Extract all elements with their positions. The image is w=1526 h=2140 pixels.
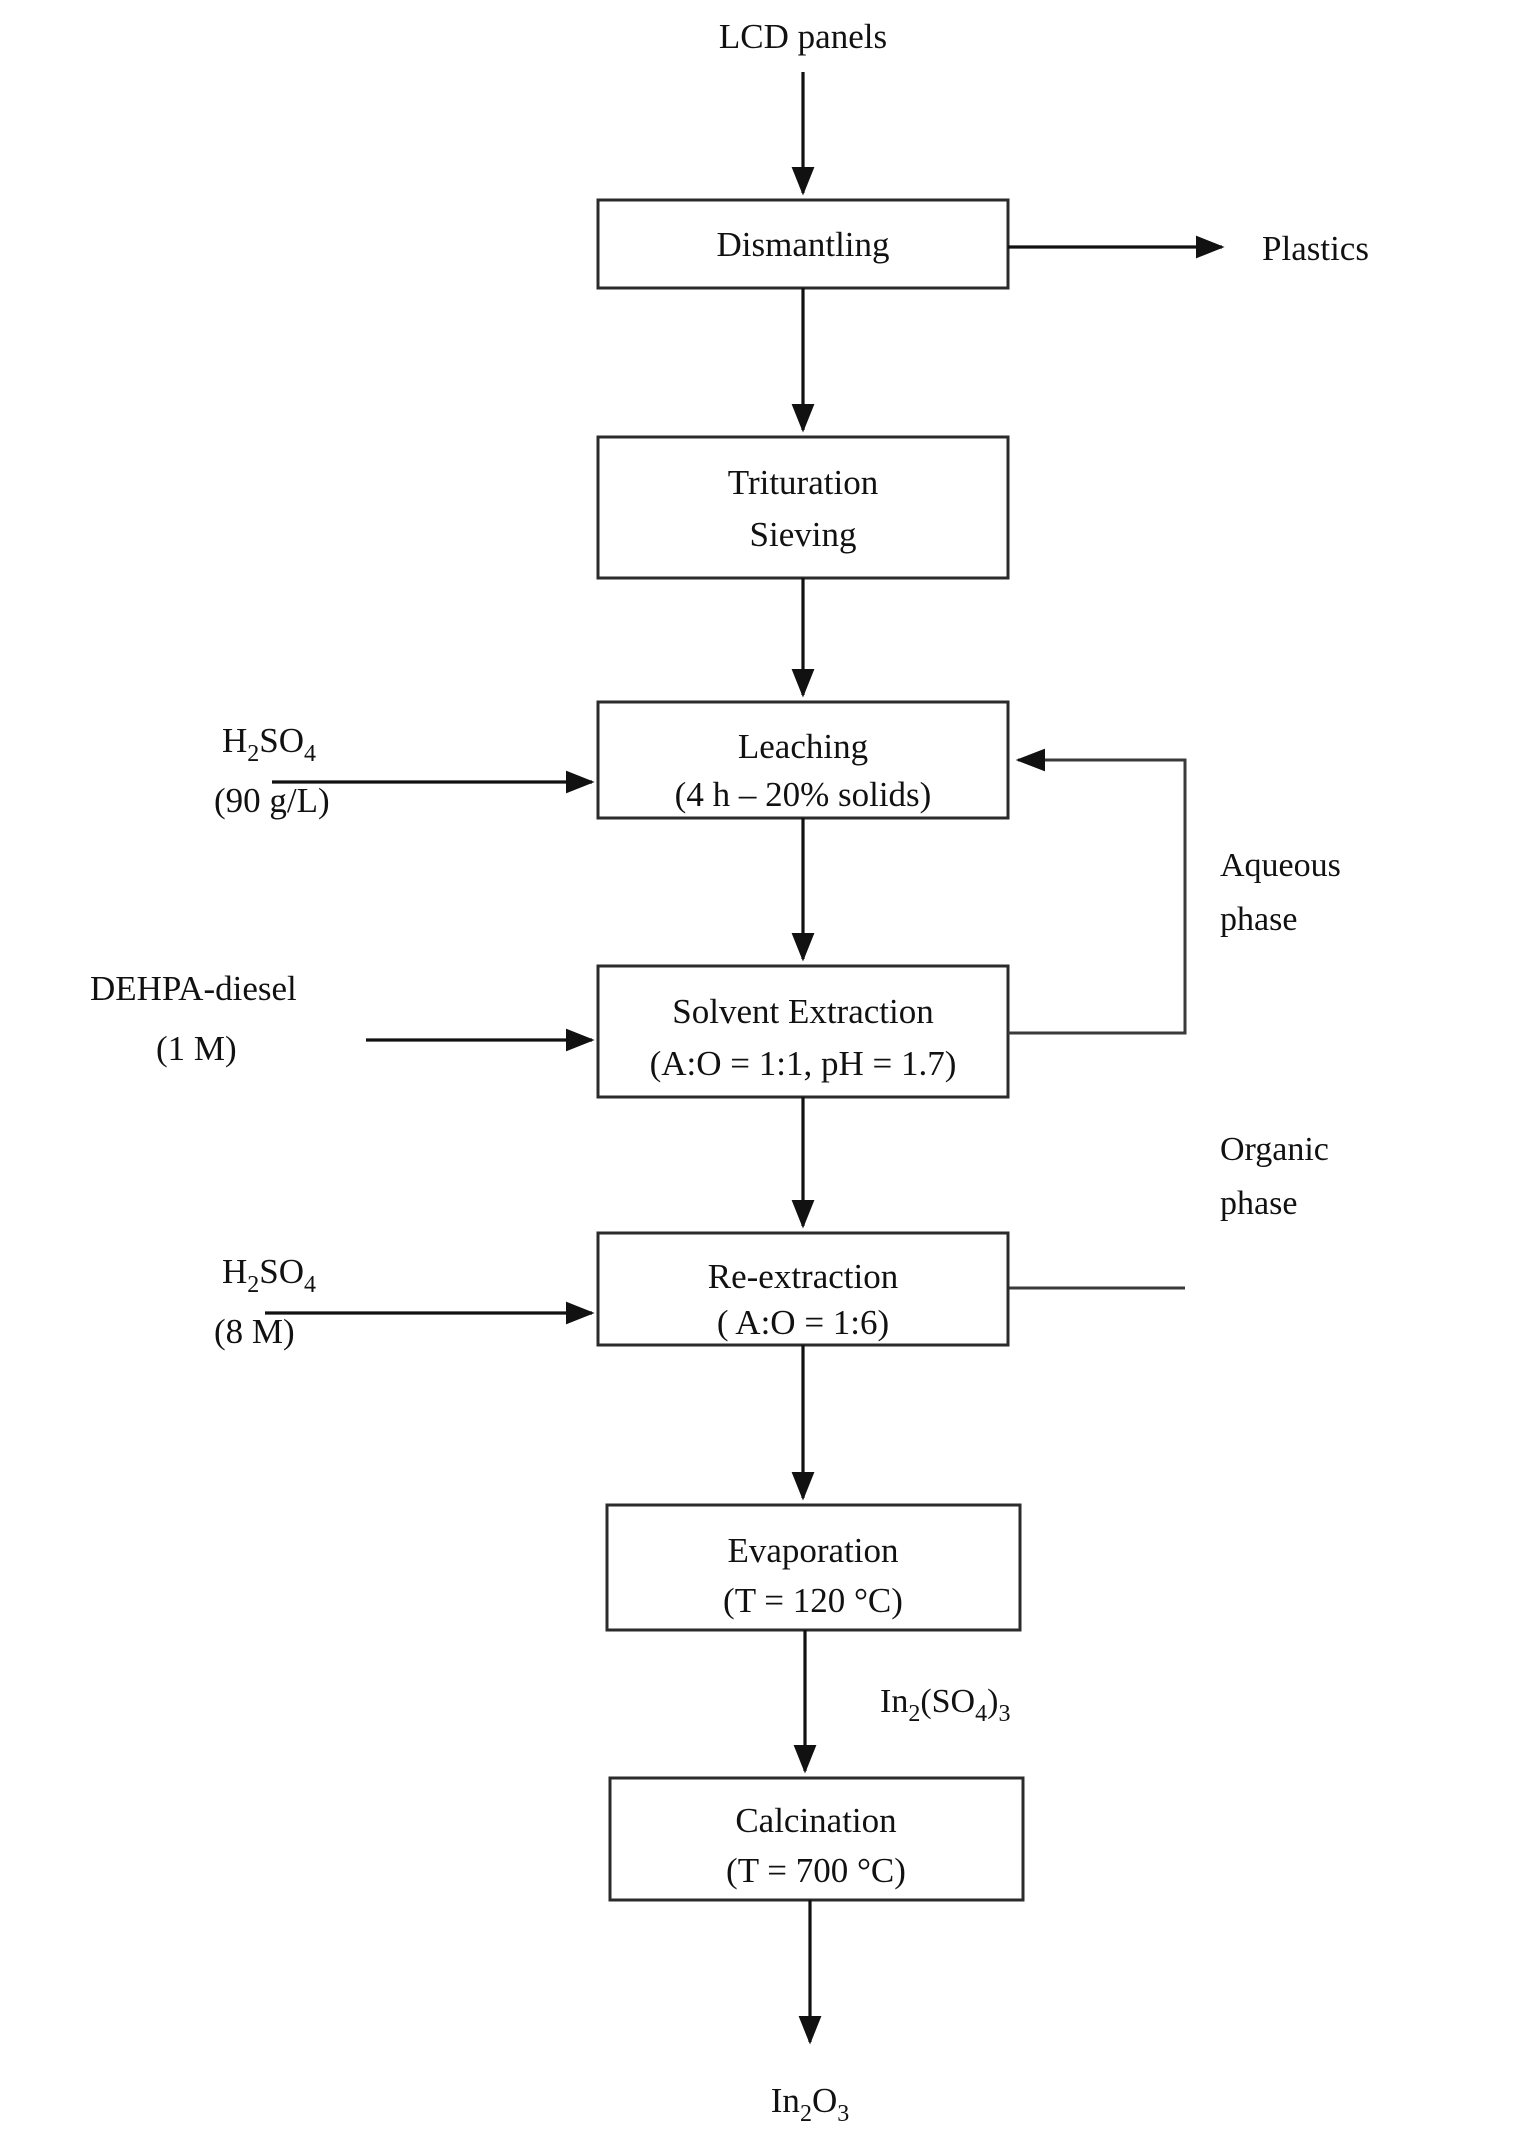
input-label-reextraction-reagent-line2: (8 M): [214, 1312, 295, 1351]
in2so43-paren-glyph: ): [987, 1683, 998, 1720]
box-leaching-label-line1: Leaching: [738, 727, 868, 766]
box-solvent-extraction[interactable]: [596, 964, 1010, 1099]
in2o3-in-glyph: In: [771, 2081, 800, 2120]
input-label-reextraction-reagent-line1: H2SO4: [222, 1252, 316, 1298]
feed-label-lcd-panels: LCD panels: [719, 17, 887, 56]
h2so4b-sub-2: 2: [247, 1272, 259, 1298]
box-re-extraction-label-line2: ( A:O = 1:6): [717, 1303, 889, 1342]
h2so4-h-glyph: H: [222, 721, 247, 760]
in2so43-sub-2: 2: [908, 1701, 920, 1727]
h2so4-sub-4: 4: [304, 741, 316, 767]
box-evaporation-label-line2: (T = 120 °C): [723, 1581, 903, 1620]
in2o3-sub-3: 3: [837, 2101, 849, 2127]
box-calcination-label-line1: Calcination: [735, 1801, 896, 1840]
box-evaporation-label-line1: Evaporation: [727, 1531, 898, 1570]
box-solvent-extraction-label-line1: Solvent Extraction: [672, 992, 933, 1031]
connector-aqueous-phase-recycle: [1008, 748, 1187, 1035]
output-label-indium-oxide: In2O3: [771, 2081, 849, 2127]
stream-label-organic-line2: phase: [1220, 1185, 1297, 1222]
input-label-extraction-reagent-line2: (1 M): [156, 1029, 237, 1068]
box-dismantling-label-line1: Dismantling: [716, 225, 889, 264]
stream-label-organic-line1: Organic: [1220, 1131, 1329, 1168]
input-label-extraction-reagent-line1: DEHPA-diesel: [90, 969, 297, 1008]
input-label-leaching-reagent-line1: H2SO4: [222, 721, 316, 767]
input-label-leaching-reagent-line2: (90 g/L): [214, 781, 330, 820]
box-re-extraction[interactable]: [596, 1231, 1010, 1347]
stream-label-indium-sulfate: In2(SO4)3: [880, 1683, 1010, 1727]
box-leaching-label-line2: (4 h – 20% solids): [675, 775, 932, 814]
box-evaporation[interactable]: [605, 1503, 1022, 1632]
in2so43-sub-3: 3: [998, 1701, 1010, 1727]
box-trituration-sieving[interactable]: [596, 435, 1010, 580]
box-trituration-label-line2: Sieving: [750, 515, 857, 554]
in2o3-o-glyph: O: [812, 2081, 837, 2120]
h2so4b-so-glyph: SO: [259, 1252, 304, 1291]
h2so4b-h-glyph: H: [222, 1252, 247, 1291]
box-calcination-label-line2: (T = 700 °C): [726, 1851, 906, 1890]
output-label-plastics: Plastics: [1262, 229, 1369, 268]
stream-label-aqueous-line1: Aqueous: [1220, 847, 1341, 884]
box-solvent-extraction-label-line2: (A:O = 1:1, pH = 1.7): [650, 1044, 957, 1083]
h2so4-so-glyph: SO: [259, 721, 304, 760]
in2so43-so-glyph: (SO: [920, 1683, 975, 1720]
box-re-extraction-label-line1: Re-extraction: [708, 1257, 898, 1296]
in2o3-sub-2: 2: [800, 2101, 812, 2127]
in2so43-in-glyph: In: [880, 1683, 908, 1720]
h2so4b-sub-4: 4: [304, 1272, 316, 1298]
stream-label-aqueous-line2: phase: [1220, 901, 1297, 938]
in2so43-sub-4: 4: [975, 1701, 987, 1727]
box-trituration-label-line1: Trituration: [728, 463, 878, 502]
h2so4-sub-2: 2: [247, 741, 259, 767]
box-calcination[interactable]: [608, 1776, 1025, 1902]
